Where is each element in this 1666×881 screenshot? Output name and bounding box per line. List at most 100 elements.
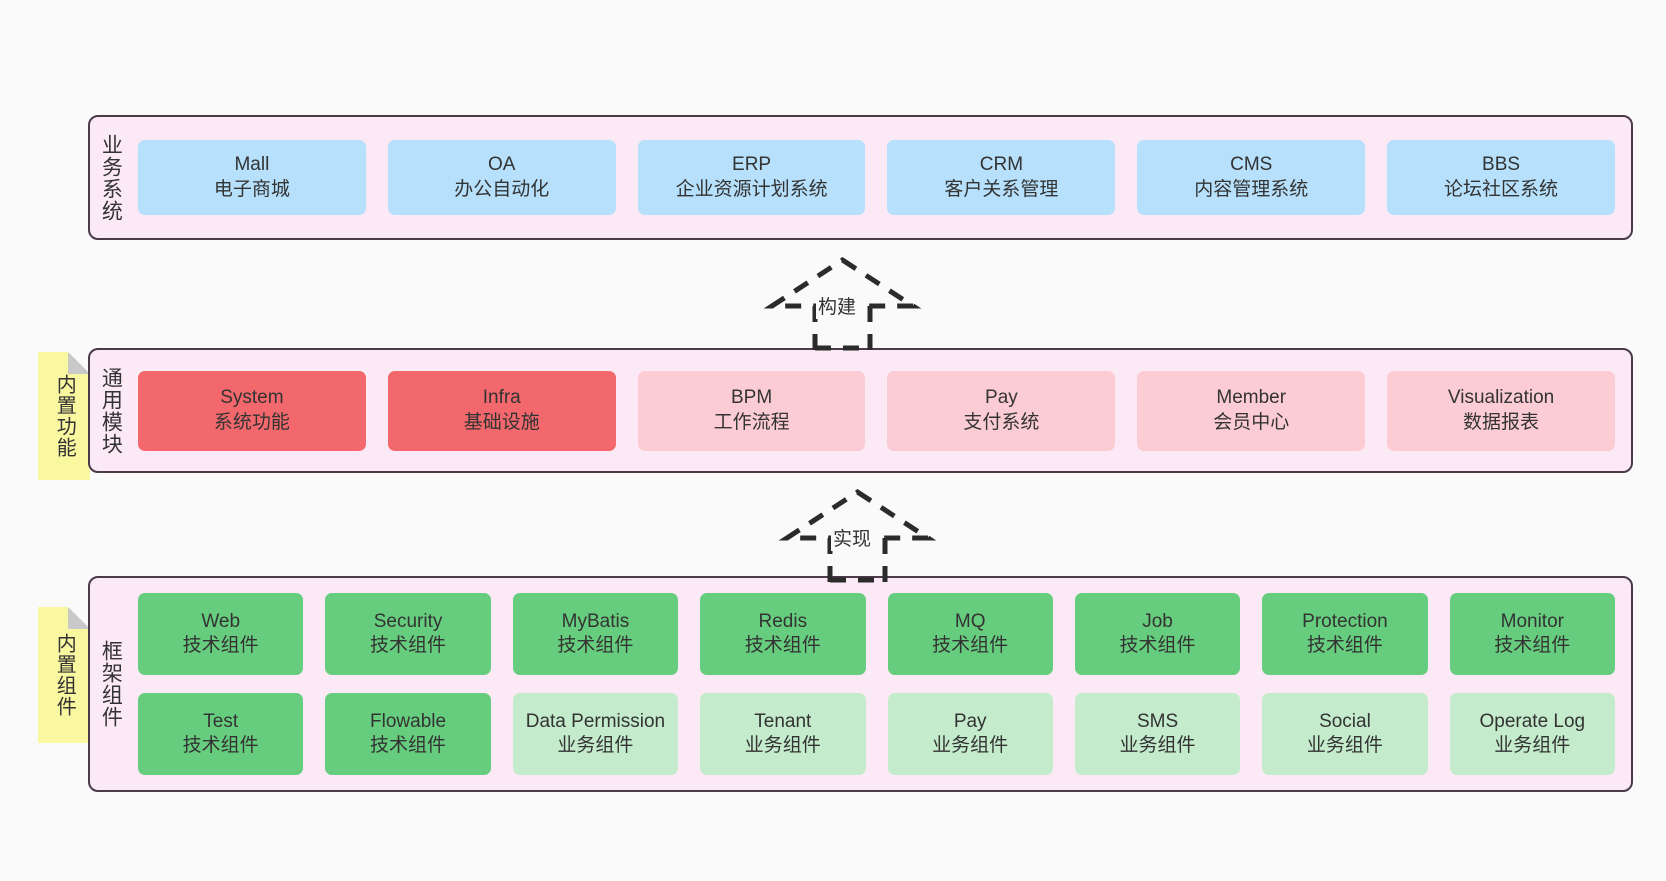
module-card-title: Protection [1302, 610, 1388, 632]
module-card-bpm[interactable]: BPM 工作流程 [637, 370, 866, 451]
module-card-title: Redis [758, 610, 808, 632]
module-card-subtitle: 技术组件 [1306, 635, 1383, 656]
module-card-subtitle: 技术组件 [932, 635, 1009, 656]
module-card-title: BPM [730, 387, 773, 409]
module-card-data-permission[interactable]: Data Permission 业务组件 [512, 693, 679, 775]
layer-title-business-system: 业务系统 [99, 133, 123, 222]
module-card-title: MQ [954, 610, 986, 632]
module-card-mall[interactable]: Mall 电子商城 [138, 140, 366, 215]
layer-framework-component: 框架组件 Web 技术组件 Security 技术组件 MyBatis 技术组件… [88, 576, 1633, 792]
layer-row: Mall 电子商城 OA 办公自动化 ERP 企业资源计划系统 CRM 客户关系… [138, 140, 1615, 215]
layer-row: System 系统功能 Infra 基础设施 BPM 工作流程 Pay 支付系统… [138, 370, 1615, 451]
module-card-subtitle: 会员中心 [1213, 411, 1290, 433]
layer-title-common-module: 通用模块 [99, 366, 123, 455]
module-card-mybatis[interactable]: MyBatis 技术组件 [512, 593, 679, 675]
module-card-title: Test [203, 710, 239, 732]
module-card-title: Visualization [1447, 387, 1555, 409]
module-card-title: OA [488, 154, 516, 176]
module-card-pay[interactable]: Pay 支付系统 [887, 370, 1116, 451]
module-card-title: Monitor [1500, 610, 1564, 632]
module-card-security[interactable]: Security 技术组件 [325, 593, 491, 675]
module-card-sms[interactable]: SMS 业务组件 [1074, 693, 1241, 775]
module-card-title: Member [1216, 387, 1287, 409]
module-card-subtitle: 技术组件 [370, 635, 447, 656]
module-card-title: Social [1319, 710, 1371, 732]
module-card-title: Web [201, 610, 241, 632]
layer-body-business-system: Mall 电子商城 OA 办公自动化 ERP 企业资源计划系统 CRM 客户关系… [130, 117, 1631, 238]
module-card-subtitle: 技术组件 [1119, 635, 1196, 656]
arrow-label-implement: 实现 [831, 524, 874, 551]
module-card-title: Operate Log [1479, 710, 1586, 732]
module-card-monitor[interactable]: Monitor 技术组件 [1449, 593, 1615, 675]
module-card-title: MyBatis [561, 610, 630, 632]
module-card-social[interactable]: Social 业务组件 [1262, 693, 1428, 775]
module-card-title: SMS [1136, 710, 1179, 732]
module-card-test[interactable]: Test 技术组件 [138, 693, 304, 775]
module-card-operate-log[interactable]: Operate Log 业务组件 [1449, 693, 1615, 775]
module-card-title: Flowable [370, 710, 447, 732]
note-built-in-features: 内置功能 [38, 352, 90, 480]
module-card-subtitle: 技术组件 [557, 635, 634, 656]
module-card-title: Pay [985, 387, 1018, 409]
module-card-redis[interactable]: Redis 技术组件 [700, 593, 866, 675]
module-card-web[interactable]: Web 技术组件 [138, 593, 304, 675]
arrow-build: 构建 [755, 257, 930, 351]
module-card-subtitle: 系统功能 [213, 411, 290, 433]
module-card-oa[interactable]: OA 办公自动化 [387, 140, 616, 215]
module-card-subtitle: 业务组件 [1494, 735, 1571, 756]
module-card-visualization[interactable]: Visualization 数据报表 [1387, 370, 1615, 451]
module-card-subtitle: 数据报表 [1463, 411, 1540, 433]
module-card-subtitle: 技术组件 [370, 735, 447, 756]
layer-body-common-module: System 系统功能 Infra 基础设施 BPM 工作流程 Pay 支付系统… [130, 350, 1631, 471]
module-card-subtitle: 工作流程 [713, 411, 790, 433]
note-text: 内置功能 [53, 374, 76, 458]
module-card-crm[interactable]: CRM 客户关系管理 [887, 140, 1116, 215]
module-card-subtitle: 技术组件 [1494, 635, 1571, 656]
module-card-subtitle: 基础设施 [463, 411, 540, 433]
module-card-subtitle: 技术组件 [182, 735, 259, 756]
module-card-member[interactable]: Member 会员中心 [1137, 370, 1366, 451]
module-card-job[interactable]: Job 技术组件 [1074, 593, 1241, 675]
layer-common-module: 通用模块 System 系统功能 Infra 基础设施 BPM 工作流程 Pay… [88, 348, 1633, 473]
module-card-title: Tenant [754, 710, 812, 732]
module-card-title: Job [1142, 610, 1173, 632]
module-card-subtitle: 内容管理系统 [1194, 178, 1309, 200]
module-card-title: Mall [234, 154, 270, 176]
module-card-infra[interactable]: Infra 基础设施 [387, 370, 616, 451]
arrow-stem [827, 538, 888, 583]
module-card-title: Infra [482, 387, 521, 409]
arrow-stem [812, 306, 873, 351]
note-text: 内置组件 [53, 633, 76, 717]
arrow-label-build: 构建 [816, 292, 859, 319]
module-card-title: Pay [953, 710, 987, 732]
module-card-protection[interactable]: Protection 技术组件 [1262, 593, 1428, 675]
module-card-subtitle: 业务组件 [1119, 735, 1196, 756]
module-card-subtitle: 技术组件 [182, 635, 259, 656]
module-card-title: CMS [1230, 154, 1273, 176]
module-card-mq[interactable]: MQ 技术组件 [887, 593, 1053, 675]
module-card-title: System [220, 387, 284, 409]
layer-row: Test 技术组件 Flowable 技术组件 Data Permission … [138, 693, 1615, 775]
arrow-implement: 实现 [770, 489, 945, 583]
module-card-pay-component[interactable]: Pay 业务组件 [887, 693, 1053, 775]
module-card-subtitle: 客户关系管理 [944, 178, 1059, 200]
module-card-subtitle: 技术组件 [744, 635, 821, 656]
module-card-erp[interactable]: ERP 企业资源计划系统 [637, 140, 866, 215]
module-card-cms[interactable]: CMS 内容管理系统 [1137, 140, 1366, 215]
layer-row: Web 技术组件 Security 技术组件 MyBatis 技术组件 Redi… [138, 593, 1615, 675]
module-card-subtitle: 企业资源计划系统 [675, 178, 828, 200]
module-card-system[interactable]: System 系统功能 [138, 370, 366, 451]
module-card-title: Security [373, 610, 443, 632]
module-card-subtitle: 论坛社区系统 [1444, 178, 1559, 200]
module-card-tenant[interactable]: Tenant 业务组件 [700, 693, 866, 775]
module-card-bbs[interactable]: BBS 论坛社区系统 [1387, 140, 1615, 215]
module-card-subtitle: 业务组件 [744, 735, 821, 756]
module-card-subtitle: 支付系统 [963, 411, 1040, 433]
module-card-title: CRM [979, 154, 1024, 176]
note-built-in-components: 内置组件 [38, 607, 90, 743]
module-card-flowable[interactable]: Flowable 技术组件 [325, 693, 491, 775]
layer-business-system: 业务系统 Mall 电子商城 OA 办公自动化 ERP 企业资源计划系统 CRM… [88, 115, 1633, 240]
module-card-title: ERP [732, 154, 772, 176]
layer-title-framework-component: 框架组件 [99, 640, 123, 728]
